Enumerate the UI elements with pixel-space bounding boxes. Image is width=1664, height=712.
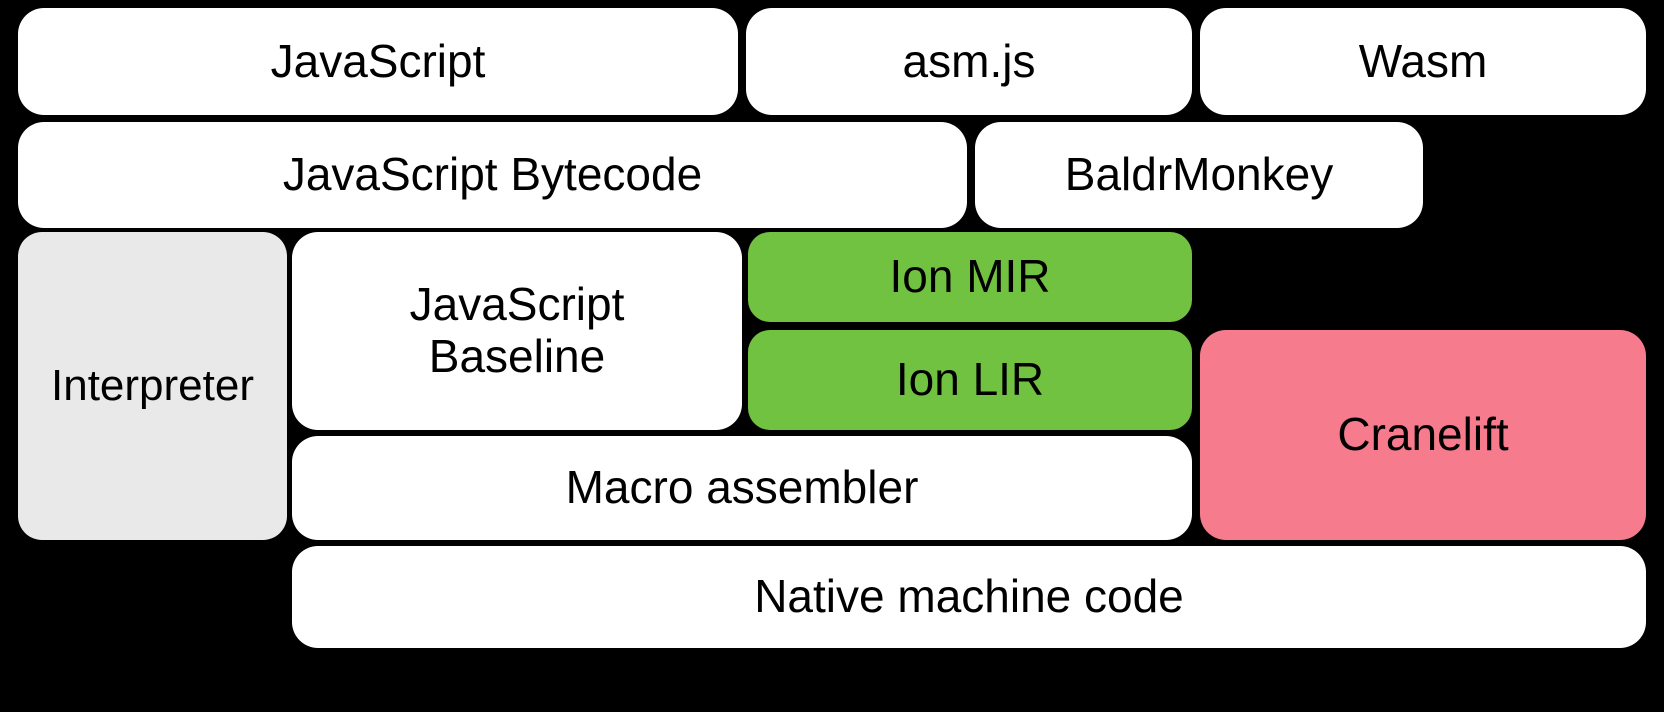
node-native-machine-code: Native machine code xyxy=(292,546,1646,648)
node-cranelift: Cranelift xyxy=(1200,330,1646,540)
node-macro-assembler: Macro assembler xyxy=(292,436,1192,540)
node-ion-lir: Ion LIR xyxy=(748,330,1192,430)
node-wasm: Wasm xyxy=(1200,8,1646,115)
node-javascript: JavaScript xyxy=(18,8,738,115)
node-javascript-baseline: JavaScript Baseline xyxy=(292,232,742,430)
node-ion-mir: Ion MIR xyxy=(748,232,1192,322)
node-baldrmonkey: BaldrMonkey xyxy=(975,122,1423,228)
node-javascript-bytecode: JavaScript Bytecode xyxy=(18,122,967,228)
node-asmjs: asm.js xyxy=(746,8,1192,115)
node-interpreter: Interpreter xyxy=(18,232,287,540)
